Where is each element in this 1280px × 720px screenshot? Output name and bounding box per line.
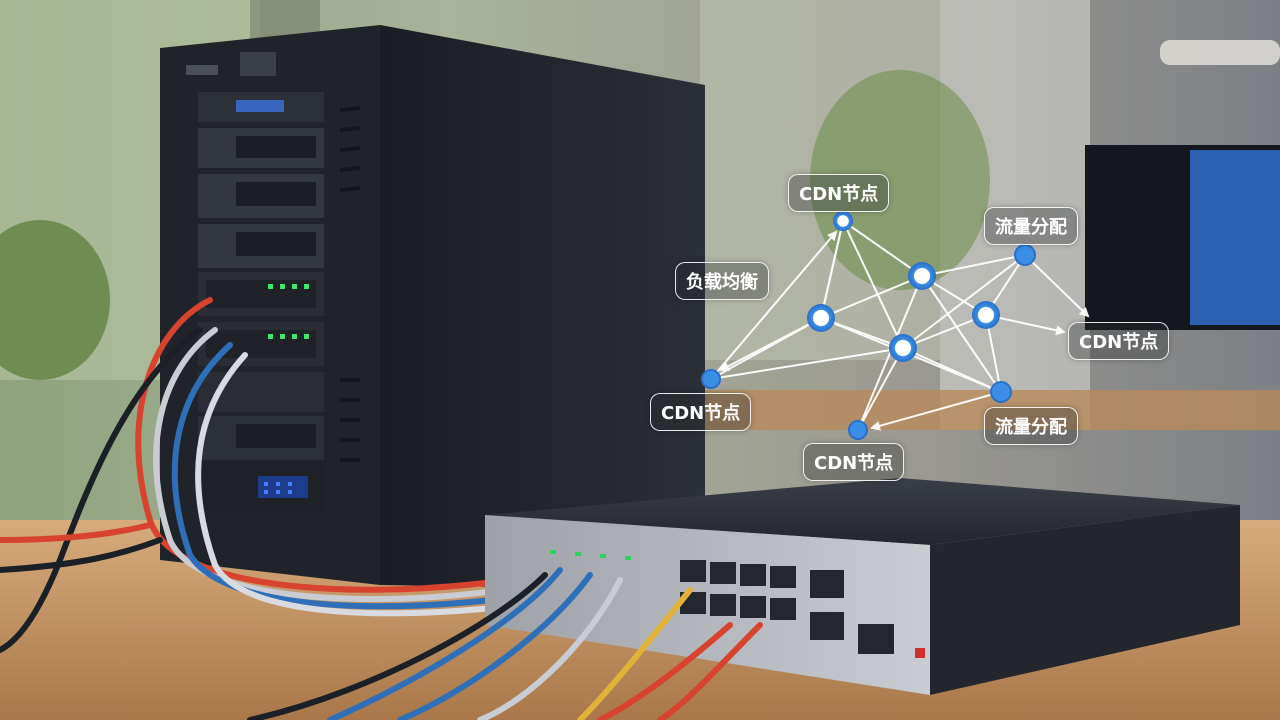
label-traffic-allocation-bottom: 流量分配 bbox=[984, 407, 1078, 445]
network-nodes bbox=[701, 211, 1036, 440]
network-node bbox=[990, 381, 1012, 403]
label-traffic-allocation-top: 流量分配 bbox=[984, 207, 1078, 245]
label-cdn-node-right: CDN节点 bbox=[1068, 322, 1170, 360]
label-cdn-node-bottom: CDN节点 bbox=[803, 443, 905, 481]
network-node bbox=[972, 301, 1000, 329]
network-node bbox=[889, 334, 917, 362]
label-cdn-node-top: CDN节点 bbox=[788, 174, 890, 212]
network-node bbox=[848, 420, 868, 440]
network-node bbox=[1014, 244, 1036, 266]
network-node bbox=[701, 369, 721, 389]
network-node bbox=[908, 262, 936, 290]
label-cdn-node-left: CDN节点 bbox=[650, 393, 752, 431]
network-node bbox=[807, 304, 835, 332]
label-load-balancing: 负载均衡 bbox=[675, 262, 769, 300]
network-node bbox=[833, 211, 853, 231]
